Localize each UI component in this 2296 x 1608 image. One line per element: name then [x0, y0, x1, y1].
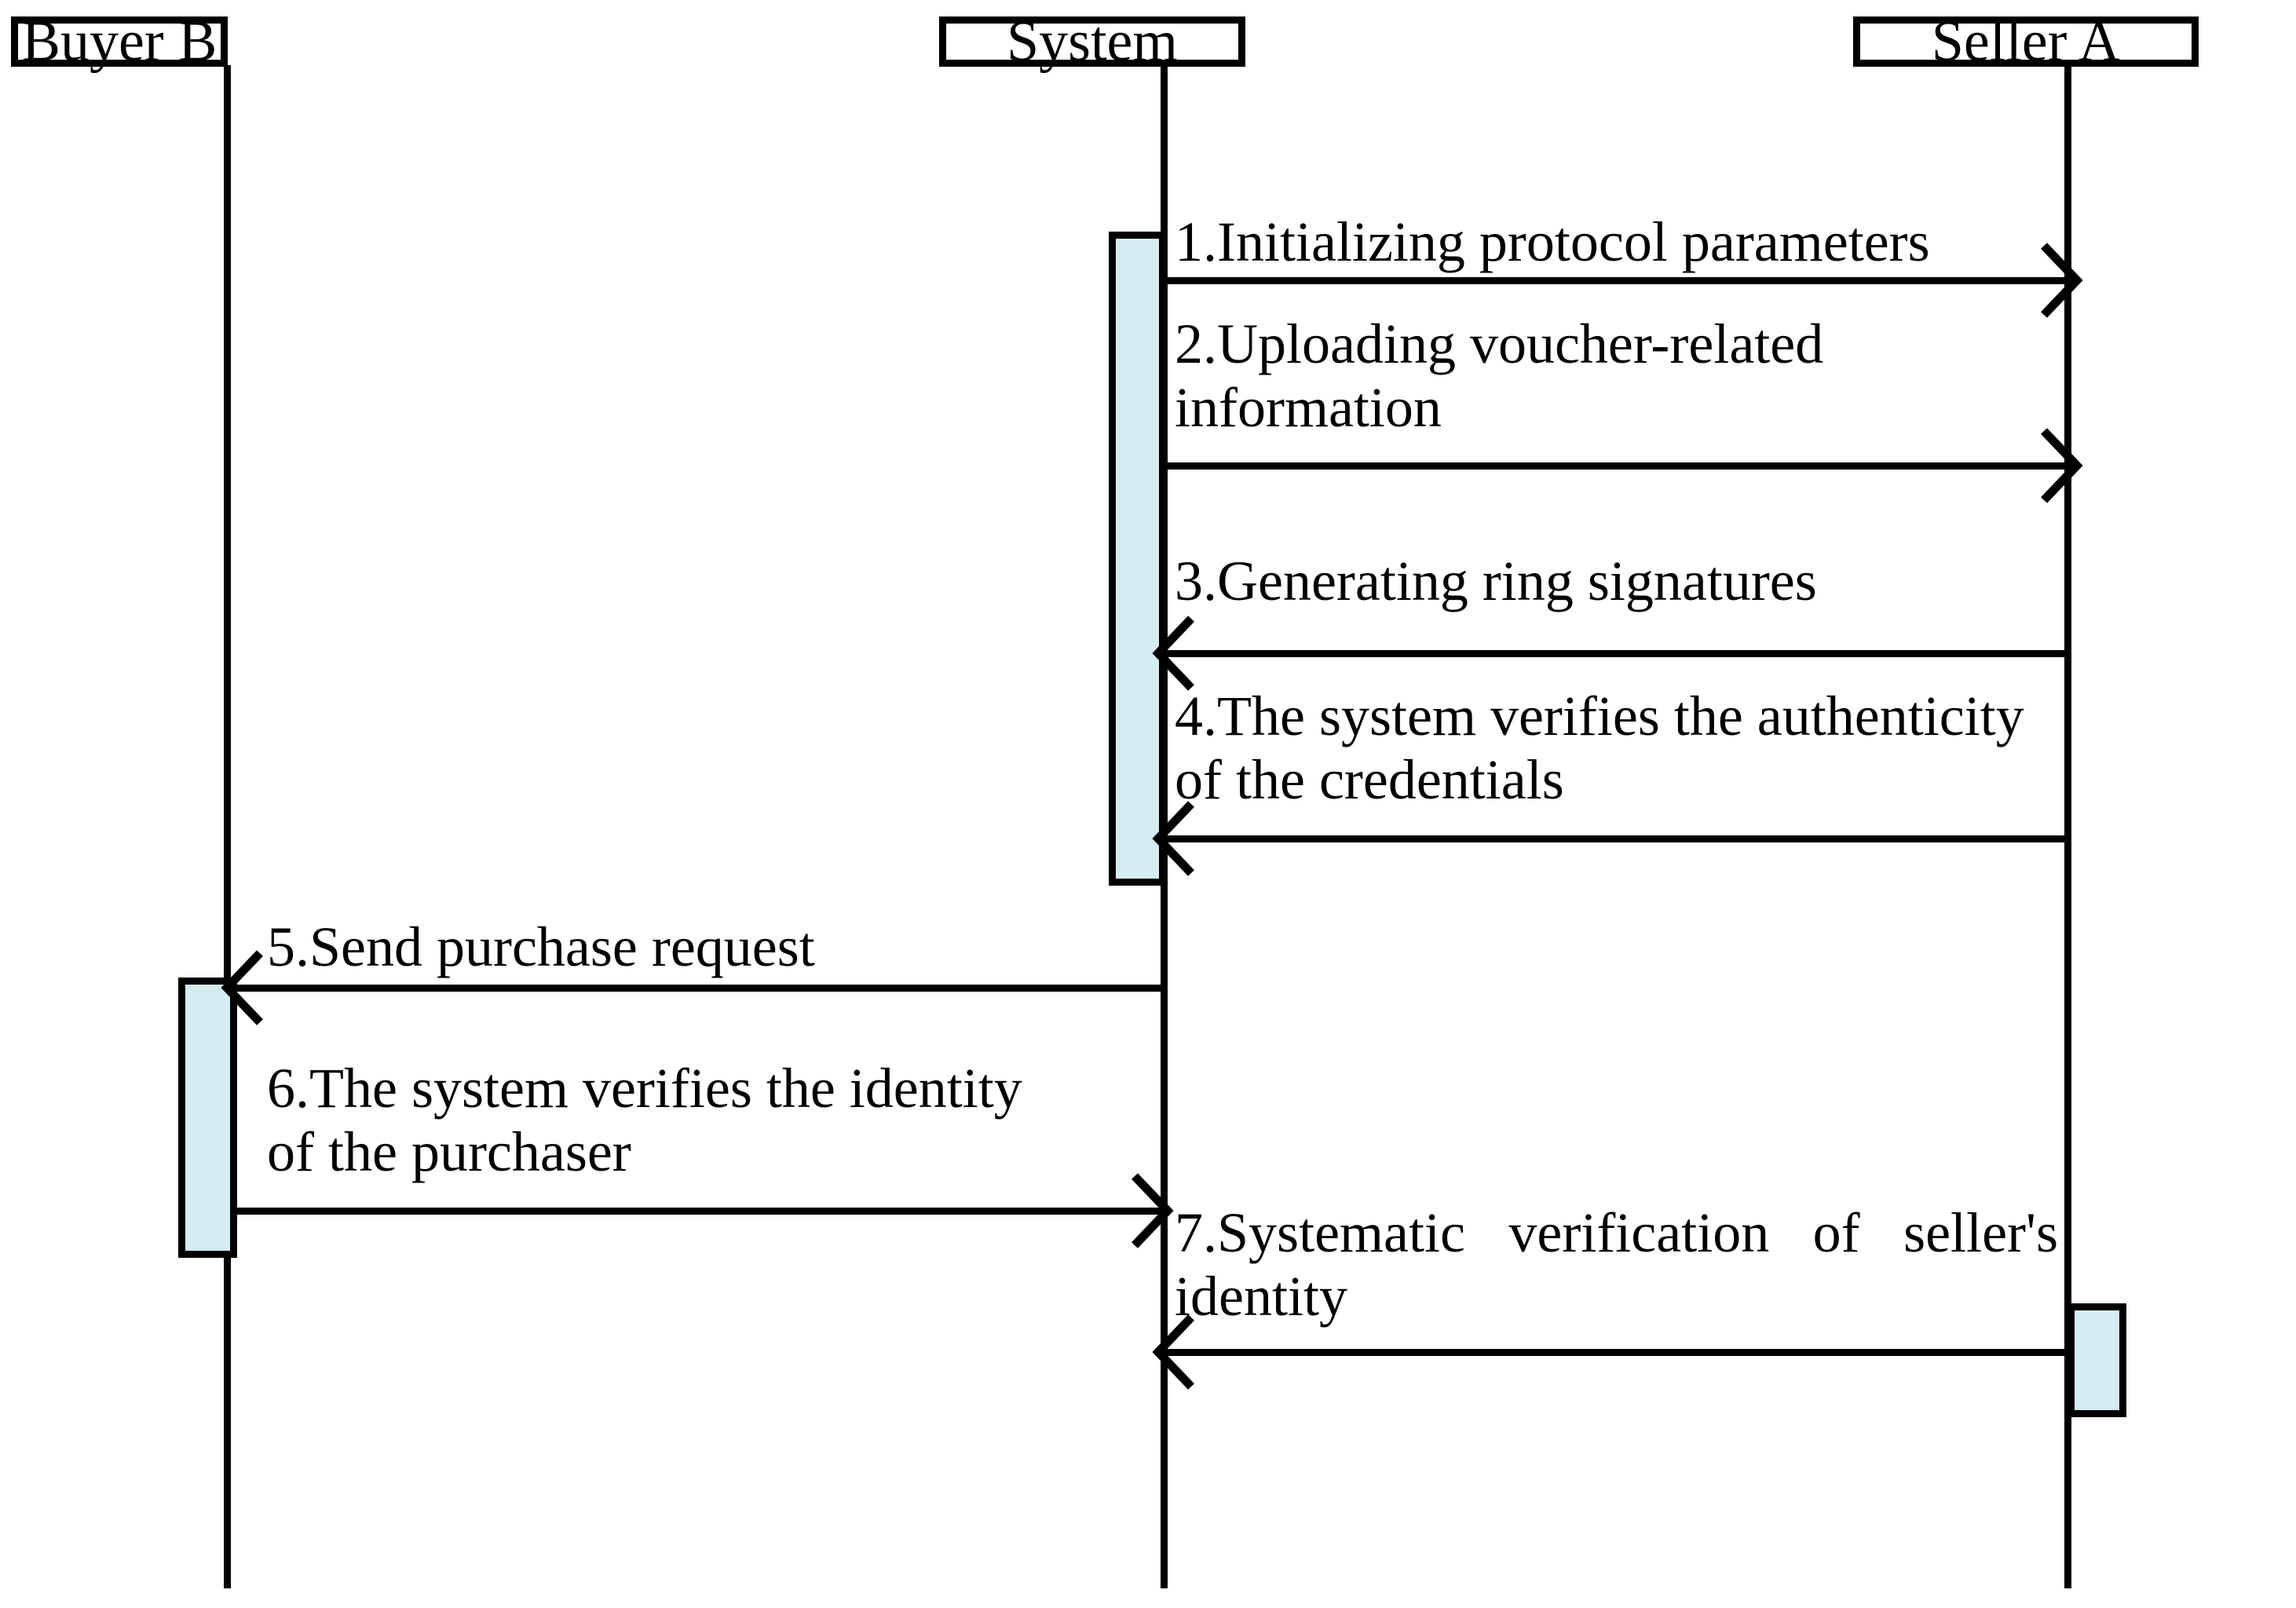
message-label-5: 5.Send purchase request: [267, 915, 815, 978]
actor-label-seller: Seller A: [1931, 9, 2121, 74]
message-line-2: [1166, 462, 2075, 470]
arrow-head-left-3: [1152, 616, 1194, 691]
message-label-6: 6.The system verifies the identity of th…: [267, 1057, 1022, 1183]
actor-label-buyer: Buyer B: [21, 9, 218, 74]
arrow-head-right-6: [1132, 1173, 1174, 1248]
activation-bar-seller: [2067, 1303, 2126, 1417]
message-line-1: [1166, 277, 2075, 284]
message-line-5: [225, 985, 1168, 992]
actor-label-system: System: [1007, 9, 1178, 74]
arrow-head-right-1: [2041, 243, 2083, 318]
actor-box-seller[interactable]: Seller A: [1853, 13, 2199, 71]
lifeline-seller: [2064, 65, 2071, 1588]
message-label-3: 3.Generating ring signatures: [1175, 550, 1817, 612]
arrow-head-left-5: [221, 950, 263, 1025]
actor-box-system[interactable]: System: [939, 13, 1245, 71]
message-label-4: 4.The system verifies the authenticity o…: [1175, 685, 2024, 811]
message-label-7: 7.Systematic verification of seller's id…: [1175, 1201, 2058, 1328]
activation-bar-buyer: [178, 978, 237, 1258]
message-line-6: [236, 1208, 1170, 1215]
activation-bar-system: [1109, 232, 1166, 886]
arrow-head-right-2: [2041, 428, 2083, 503]
message-line-3: [1157, 650, 2071, 657]
arrow-head-left-7: [1152, 1314, 1194, 1390]
actor-box-buyer[interactable]: Buyer B: [11, 13, 228, 71]
message-line-7: [1157, 1349, 2071, 1356]
lifeline-buyer: [224, 65, 231, 1588]
message-label-2: 2.Uploading voucher-related information: [1175, 312, 1824, 439]
message-line-4: [1157, 835, 2071, 842]
message-label-1: 1.Initializing protocol parameters: [1175, 210, 1930, 273]
arrow-head-left-4: [1152, 801, 1194, 876]
